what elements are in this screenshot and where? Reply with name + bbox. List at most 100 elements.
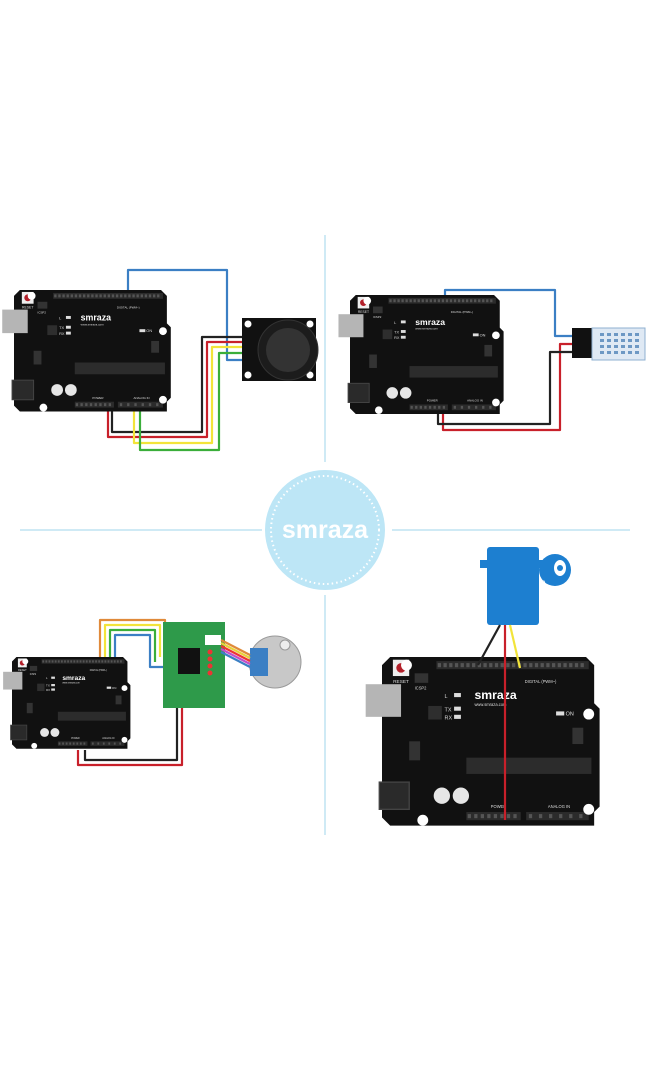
header-pin [482,405,485,409]
header-pin [413,299,416,303]
header-pin [99,403,102,407]
header-pin [563,663,567,668]
led [400,330,406,333]
board-brand: smraza [474,688,516,702]
atmega-chip [57,711,126,721]
header-pin [141,403,144,407]
logo-text: smraza [282,516,369,544]
analog-label: ANALOG IN [134,396,150,400]
header-pin [140,294,143,298]
dividers [20,235,630,835]
capacitor [452,787,470,804]
board-url: www.smraza.com [81,322,105,326]
dht11-grille [628,333,632,336]
header-pin [156,403,159,407]
icsp2-label: ICSP2 [373,315,382,319]
digital-label: DIGITAL (PWM~) [525,679,557,684]
header-pin [58,294,61,298]
servo-label: SERVO [538,580,545,605]
header-pin [442,405,446,409]
header-pin [124,294,127,298]
header-pin [67,660,69,663]
header-pin [513,814,517,819]
dht11-grille [607,333,611,336]
header-pin [110,660,113,663]
wire-yellow [508,624,522,669]
header-pin [73,660,76,663]
header-pin [88,660,91,663]
header-pin [98,660,101,663]
wire-red [76,700,184,767]
header-pin [144,294,148,298]
header-pin [401,299,404,303]
mount-hole [22,658,29,665]
servo-horn-center [557,565,563,571]
header-pin [136,294,139,298]
header-pin [94,403,97,407]
wire-green [108,628,157,665]
led [51,684,55,687]
header-pin [148,294,152,298]
header-pin [474,814,478,819]
power-jack [10,724,28,741]
logo-dotted-ring [270,475,380,585]
header-pin [62,294,65,298]
dht11-grille [628,345,632,348]
header-pin [480,814,484,819]
header-pin [76,660,79,663]
servo-tabs [480,560,546,568]
header-pin [78,294,82,298]
regulator [33,350,42,365]
header-pin [397,299,400,303]
header-pin [74,294,78,298]
header-pin [97,742,100,745]
header-pin [95,660,97,663]
modules: SERVO [163,318,646,708]
dht11-grille [614,345,618,348]
dht11-grille [635,351,639,354]
dht11-grille [614,333,618,336]
header-pin [115,294,119,298]
dht11-grille [621,333,625,336]
header-pin [467,405,471,409]
header-pin [85,660,88,663]
led-label: RX [445,716,453,722]
atmega-chip [74,362,165,375]
mount-hole [244,371,252,379]
board-pcb [350,295,504,415]
header-pin [449,663,453,668]
header-pin [116,660,119,663]
header-pin [51,660,54,663]
usb-port [365,684,402,717]
header-pin [389,299,392,303]
wire-black [477,624,501,666]
header-pin [552,663,556,668]
power-header [409,404,448,411]
header-pin [119,403,123,407]
header-pin [80,403,83,407]
board-pcb [14,290,171,412]
header-pin [546,663,550,668]
usb-port [2,309,28,334]
header-pin [538,814,543,819]
chip-small [382,329,393,340]
header-pin [474,405,478,409]
mount-hole [39,403,48,412]
icsp2-header [373,306,383,314]
dht11-grille [635,333,639,336]
mount-hole [121,685,128,692]
header-pin [467,814,471,819]
board-brand: smraza [81,312,111,322]
header-pin [457,299,461,303]
header-pin [409,299,412,303]
icsp2-header [29,665,38,672]
header-pin [466,663,470,668]
wire-blue [113,633,168,669]
icsp2-label: ICSP2 [38,311,47,315]
board-brand: smraza [62,675,85,682]
usb-port [338,314,364,338]
power-jack [378,781,410,811]
analog-label: ANALOG IN [102,737,114,740]
icsp2-label: ICSP2 [415,686,428,691]
uln2003-chip [178,648,200,674]
